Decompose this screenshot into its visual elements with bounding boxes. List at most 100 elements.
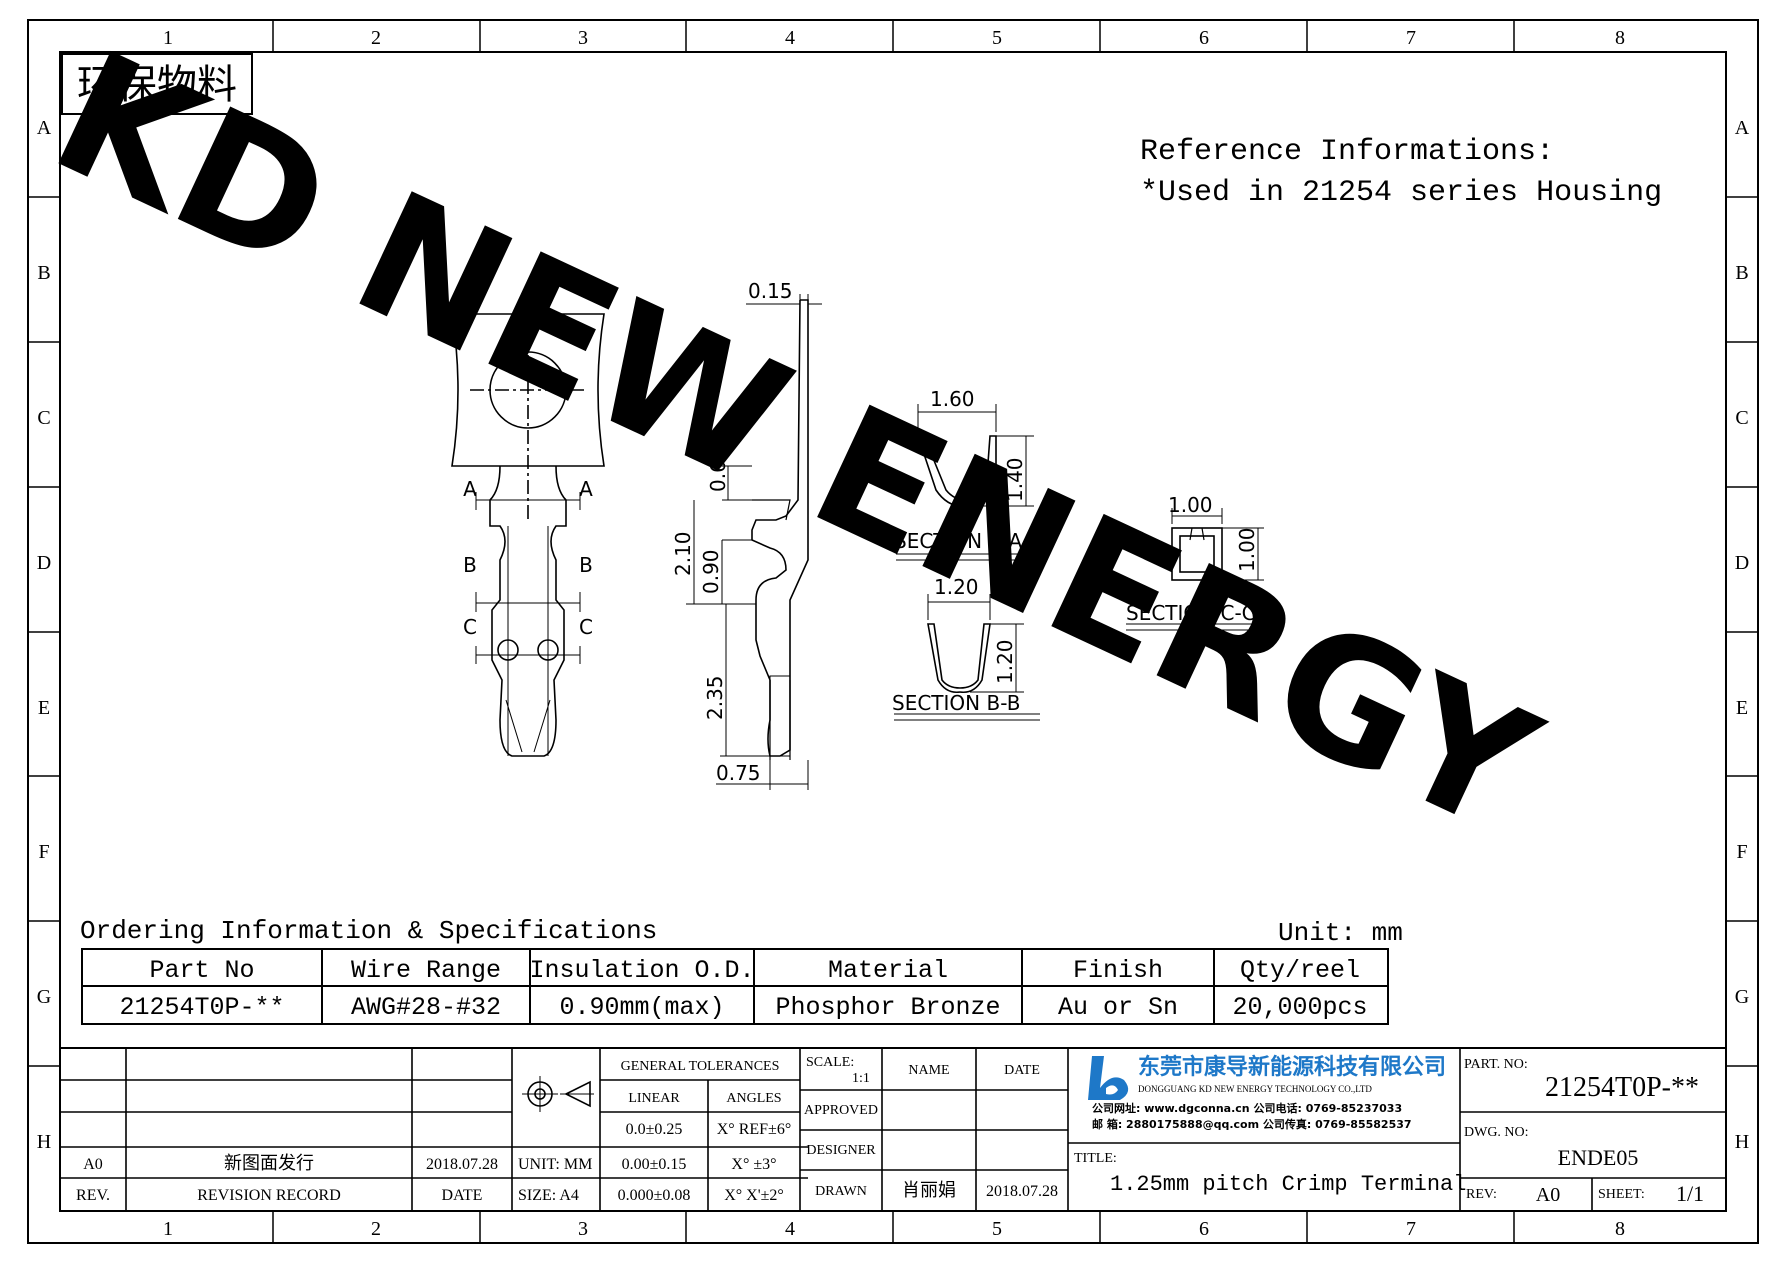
ordering-header-qty: Qty/reel [1240, 956, 1360, 985]
unit-label: UNIT: MM [518, 1156, 592, 1173]
rev-value: A0 [1536, 1184, 1560, 1206]
section-cc-label: SECTION C-C [1126, 601, 1256, 625]
section-aa-view [896, 404, 1040, 561]
linear-label: LINEAR [628, 1091, 680, 1106]
tolerance-linear-2: 0.00±0.15 [622, 1156, 687, 1173]
company-logo-icon [1088, 1056, 1129, 1100]
section-mark-c-left: C [463, 615, 477, 639]
front-view [451, 313, 605, 757]
side-view [751, 299, 809, 760]
sheet-label: SHEET: [1598, 1187, 1645, 1202]
col-label-7-bottom: 7 [1406, 1218, 1416, 1240]
rev-label: REV: [1466, 1187, 1497, 1202]
revision-record-header: REVISION RECORD [197, 1187, 341, 1204]
section-aa-label: SECTION A-A [894, 529, 1022, 553]
dim-bb-height: 1.20 [993, 639, 1017, 684]
dim-cc-height: 1.00 [1235, 527, 1259, 572]
column-ticks [272, 20, 1515, 1243]
company-contact-1: 公司网址: www.dgconna.cn 公司电话: 0769-85237033 [1092, 1101, 1402, 1115]
row-label-a-right: A [1735, 117, 1750, 139]
row-label-g-left: G [37, 986, 51, 1008]
ordering-header-finish: Finish [1073, 956, 1163, 985]
drawing-title: 1.25mm pitch Crimp Terminal [1110, 1172, 1466, 1197]
ordering-header-insulation: Insulation O.D. [529, 956, 754, 985]
col-label-8-top: 8 [1615, 27, 1625, 49]
ordering-header-material: Material [828, 956, 948, 985]
row-label-h-left: H [37, 1131, 51, 1153]
col-label-5-bottom: 5 [992, 1218, 1002, 1240]
dwg-no-label: DWG. NO: [1464, 1125, 1529, 1140]
projection-symbol-icon [522, 1076, 594, 1112]
part-no-value: 21254T0P-** [1545, 1072, 1699, 1103]
eco-label: 环保物料 [77, 62, 237, 107]
company-name-en: DONGGUANG KD NEW ENERGY TECHNOLOGY CO.,L… [1138, 1084, 1372, 1094]
reference-title: Reference Informations: [1140, 135, 1554, 169]
col-label-6-top: 6 [1199, 27, 1209, 49]
designer-label: DESIGNER [806, 1143, 876, 1158]
col-label-1-bottom: 1 [163, 1218, 173, 1240]
row-label-b-right: B [1735, 262, 1748, 284]
name-header: NAME [908, 1063, 949, 1078]
row-label-d-left: D [37, 552, 51, 574]
dim-cc-width: 1.00 [1168, 493, 1213, 517]
side-view-dims [686, 294, 822, 790]
revision-date-cell: 2018.07.28 [426, 1156, 498, 1173]
ordering-cell-insulation: 0.90mm(max) [559, 993, 724, 1022]
title-label: TITLE: [1074, 1151, 1117, 1166]
dwg-no-value: ENDE05 [1558, 1145, 1639, 1170]
tolerance-angle-1: X° REF±6° [717, 1121, 791, 1138]
dim-aa-width: 1.60 [930, 387, 975, 411]
dim-thickness: 0.15 [748, 279, 793, 303]
row-label-c-left: C [37, 407, 50, 429]
row-label-d-right: D [1735, 552, 1749, 574]
dim-bb-width: 1.20 [934, 575, 979, 599]
section-mark-b-left: B [463, 553, 477, 577]
company-contact-2: 邮 箱: 2880175888@qq.com 公司传真: 0769-855825… [1092, 1117, 1412, 1131]
rev-header: REV. [76, 1187, 110, 1204]
section-mark-c-right: C [579, 615, 593, 639]
title-block-grid [60, 1047, 1726, 1211]
ordering-table [81, 948, 1389, 1025]
dim-aa-height: 1.40 [1003, 457, 1027, 502]
row-label-e-right: E [1736, 697, 1748, 719]
section-bb-view [894, 594, 1040, 721]
scale-label: SCALE: [806, 1055, 854, 1070]
company-name-cn: 东莞市康导新能源科技有限公司 [1138, 1054, 1446, 1080]
section-bb-label: SECTION B-B [892, 691, 1020, 715]
ordering-cell-material: Phosphor Bronze [775, 993, 1000, 1022]
dim-barrel-gap: 0.60 [706, 447, 730, 492]
row-label-c-right: C [1735, 407, 1748, 429]
col-label-1-top: 1 [163, 27, 173, 49]
ordering-unit: Unit: mm [1278, 918, 1403, 948]
part-no-label: PART. NO: [1464, 1057, 1528, 1072]
row-label-h-right: H [1735, 1131, 1749, 1153]
rev-cell: A0 [83, 1156, 103, 1173]
tolerance-angle-2: X° ±3° [731, 1156, 776, 1173]
general-tolerances-label: GENERAL TOLERANCES [621, 1059, 780, 1074]
col-label-4-top: 4 [785, 27, 795, 49]
col-label-3-top: 3 [578, 27, 588, 49]
eco-label-box [61, 53, 253, 115]
dim-contact-width: 0.75 [716, 761, 761, 785]
dim-barrel-height: 2.10 [671, 531, 695, 576]
ordering-header-part-no: Part No [149, 956, 254, 985]
dim-contact-length: 2.35 [703, 675, 727, 720]
row-label-e-left: E [38, 697, 50, 719]
col-label-6-bottom: 6 [1199, 1218, 1209, 1240]
drawn-date: 2018.07.28 [986, 1183, 1058, 1200]
tolerance-linear-3: 0.000±0.08 [618, 1187, 691, 1204]
row-label-f-right: F [1736, 841, 1747, 863]
angles-label: ANGLES [726, 1091, 781, 1106]
revision-date-header: DATE [442, 1187, 483, 1204]
tolerance-linear-1: 0.0±0.25 [626, 1121, 683, 1138]
col-label-3-bottom: 3 [578, 1218, 588, 1240]
scale-value: 1:1 [852, 1071, 870, 1086]
drawn-label: DRAWN [815, 1184, 867, 1199]
date-header: DATE [1004, 1063, 1040, 1078]
row-label-a-left: A [37, 117, 52, 139]
col-label-4-bottom: 4 [785, 1218, 795, 1240]
col-label-2-top: 2 [371, 27, 381, 49]
row-label-b-left: B [37, 262, 50, 284]
section-mark-b-right: B [579, 553, 593, 577]
col-label-2-bottom: 2 [371, 1218, 381, 1240]
